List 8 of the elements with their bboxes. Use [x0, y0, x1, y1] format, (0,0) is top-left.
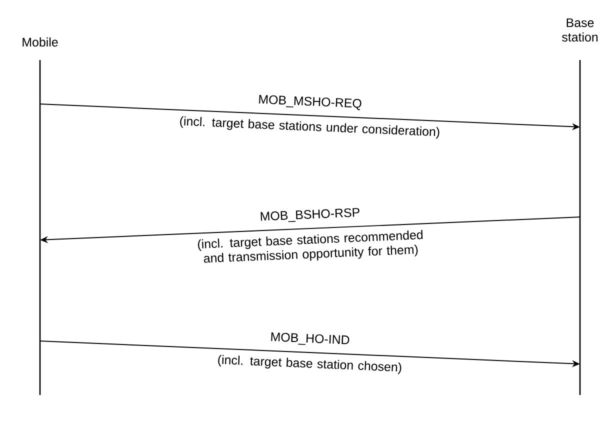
participant-label: Mobile — [22, 37, 58, 47]
message-name: MOB_HO-IND — [271, 332, 350, 345]
participant-label: Base station — [562, 18, 598, 42]
message-description: (incl. target base stations recommended and transmission opportunity for them) — [198, 230, 423, 263]
message-description: (incl. target base station chosen) — [218, 354, 402, 374]
message-name: MOB_MSHO-REQ — [259, 94, 362, 110]
message-description: (incl. target base stations under consideration) — [180, 116, 440, 139]
message-name: MOB_BSHO-RSP — [260, 208, 360, 222]
